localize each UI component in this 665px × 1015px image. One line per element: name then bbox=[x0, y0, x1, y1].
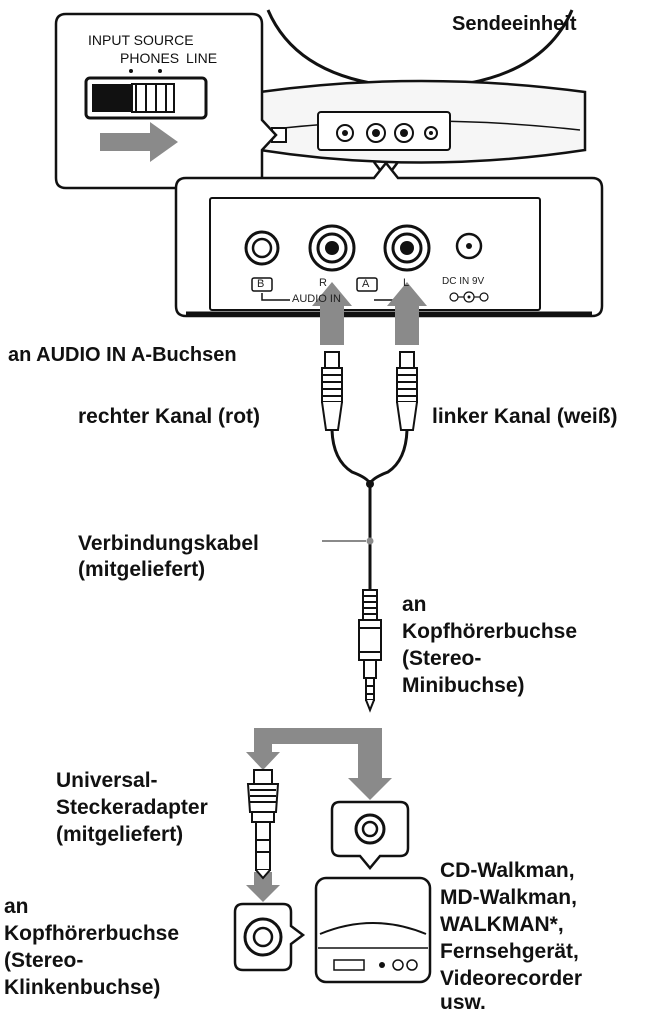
insert-arrows bbox=[312, 282, 427, 345]
devices-line4: Fernsehgerät, bbox=[440, 940, 579, 963]
jack-b-label: B bbox=[257, 278, 265, 290]
switch-callout bbox=[54, 12, 278, 190]
portable-player bbox=[314, 876, 432, 984]
mini-jack-callout bbox=[330, 800, 410, 870]
adapter-line3: (mitgeliefert) bbox=[56, 823, 184, 846]
adapter-line1: Universal- bbox=[56, 769, 158, 792]
devices-line3: WALKMAN*, bbox=[440, 913, 564, 936]
cable-label-line1: Verbindungskabel bbox=[78, 532, 259, 555]
transmitter-unit bbox=[258, 9, 587, 164]
phone-jack-line1: an bbox=[4, 895, 29, 918]
cable-split-point bbox=[366, 480, 374, 488]
jack-l-label: L bbox=[403, 277, 410, 289]
cable-label-line2: (mitgeliefert) bbox=[78, 558, 206, 581]
split-arrows bbox=[246, 728, 392, 902]
devices-line1: CD-Walkman, bbox=[440, 859, 575, 882]
audio-in-a-label: an AUDIO IN A-Buchsen bbox=[8, 344, 237, 366]
mini-jack-line4: Minibuchse) bbox=[402, 674, 525, 697]
connecting-cable bbox=[330, 429, 409, 590]
universal-adapter bbox=[246, 769, 280, 880]
right-channel-label: rechter Kanal (rot) bbox=[78, 405, 261, 428]
stereo-mini-plug bbox=[358, 589, 382, 713]
phone-jack-line3: (Stereo- bbox=[4, 949, 84, 972]
devices-line6: usw. bbox=[440, 991, 486, 1014]
devices-line2: MD-Walkman, bbox=[440, 886, 577, 909]
phone-jack-callout bbox=[233, 902, 306, 972]
mini-jack-line2: Kopfhörerbuchse bbox=[402, 620, 578, 643]
dc-in-label: DC IN 9V bbox=[442, 276, 485, 287]
phones-label: PHONES bbox=[120, 50, 180, 66]
phone-jack-line2: Kopfhörerbuchse bbox=[4, 922, 180, 945]
mini-jack-line3: (Stereo- bbox=[402, 647, 482, 670]
cable-marker bbox=[366, 537, 374, 545]
adapter-line2: Steckeradapter bbox=[56, 796, 208, 819]
phone-jack-line4: Klinkenbuchse) bbox=[4, 976, 161, 999]
devices-line5: Videorecorder bbox=[440, 967, 583, 990]
input-source-label: INPUT SOURCE bbox=[88, 32, 194, 48]
jack-a-label: A bbox=[362, 278, 370, 290]
left-channel-label: linker Kanal (weiß) bbox=[432, 405, 618, 428]
rca-plugs bbox=[321, 351, 418, 431]
mini-jack-line1: an bbox=[402, 593, 427, 616]
jack-r-label: R bbox=[319, 277, 327, 289]
audio-in-label: AUDIO IN bbox=[292, 293, 341, 305]
transmitter-title: Sendeeinheit bbox=[452, 13, 577, 35]
jack-panel-callout bbox=[174, 160, 604, 318]
line-label: LINE bbox=[186, 50, 218, 66]
